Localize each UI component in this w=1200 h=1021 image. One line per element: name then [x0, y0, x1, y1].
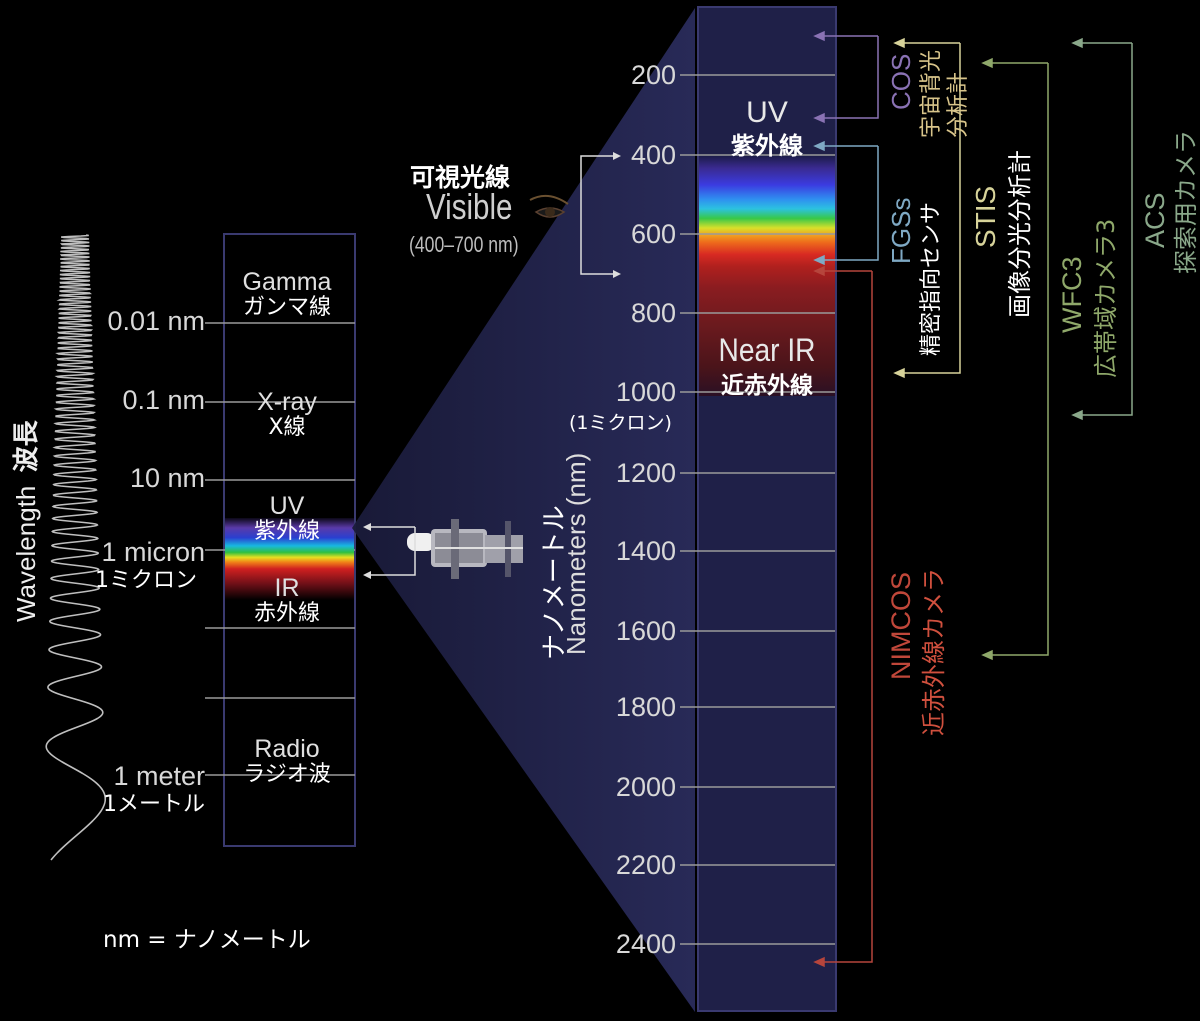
- nm-tick-1800: 1800: [615, 692, 676, 722]
- spectrum-rainbow-small: [225, 518, 354, 600]
- instrument-stis-abbr: STIS: [970, 185, 1001, 248]
- band-ir-ja: 赤外線: [253, 601, 320, 626]
- nm-tick-1600: 1600: [615, 616, 676, 646]
- hubble-telescope-icon: [407, 519, 523, 579]
- instrument-acs-ja: 探索用カメラ: [1172, 130, 1200, 274]
- band-gamma: Gamma ガンマ線: [222, 268, 352, 321]
- nm-tick-200: 200: [630, 60, 676, 90]
- band-uv-en: UV: [269, 492, 305, 520]
- wavelength-tick-1: 0.1 nm: [122, 385, 205, 415]
- instrument-fgss-ja: 精密指向センサ: [919, 201, 944, 356]
- nm-tick-600: 600: [630, 219, 676, 249]
- wavelength-tick-4: 1 meter: [113, 761, 205, 791]
- wavelength-tick-2: 10 nm: [129, 463, 205, 493]
- detail-uv-ja: 紫外線: [731, 132, 803, 160]
- nm-tick-1400: 1400: [615, 536, 676, 566]
- nm-tick-2400: 2400: [615, 929, 676, 959]
- detail-uv-en: UV: [746, 96, 788, 129]
- wavelength-tick-3-sublabel: 1ミクロン: [95, 568, 197, 593]
- instrument-cos-ja-line2: 分析計: [946, 71, 971, 138]
- band-uv: UV 紫外線: [222, 492, 352, 545]
- band-radio-ja: ラジオ波: [243, 762, 331, 787]
- band-gamma-ja: ガンマ線: [242, 295, 331, 320]
- nm-tick-2000: 2000: [615, 772, 676, 802]
- nm-tick-400: 400: [630, 140, 676, 170]
- nm-tick-2200: 2200: [615, 850, 676, 880]
- wavelength-wave-graphic: [45, 234, 107, 861]
- band-xray: X-ray X線: [222, 388, 352, 441]
- instrument-nimcos-ja: 近赤外線カメラ: [920, 568, 948, 736]
- instrument-stis-ja: 画像分光分析計: [1006, 150, 1034, 318]
- eye-icon: [529, 194, 569, 218]
- wavelength-tick-4-sublabel: 1メートル: [103, 792, 205, 817]
- nm-tick-800: 800: [630, 298, 676, 328]
- detail-near-ir-ja: 近赤外線: [721, 373, 813, 399]
- telescope-bracket-arrows: [363, 523, 416, 579]
- spectrum-box: [223, 233, 356, 847]
- band-ir: IR 赤外線: [222, 574, 352, 627]
- detail-near-ir-en: Near IR: [718, 332, 816, 368]
- visible-spectrum-band: [699, 156, 835, 396]
- band-xray-ja: X線: [268, 415, 306, 440]
- wavelength-tick-3: 1 micron: [101, 537, 205, 567]
- micron-note: (1ミクロン): [569, 412, 672, 434]
- nanometer-ticks: [680, 74, 835, 945]
- band-radio-en: Radio: [254, 735, 320, 763]
- instrument-wfc3-ja: 広帯域カメラ3: [1092, 218, 1120, 378]
- instrument-nimcos-abbr: NIMCOS: [886, 572, 916, 680]
- band-ir-en: IR: [274, 574, 300, 602]
- wavelength-tick-0: 0.01 nm: [107, 306, 205, 336]
- visible-range: (400–700 nm): [409, 232, 519, 257]
- instrument-wfc3-abbr: WFC3: [1057, 256, 1087, 334]
- visible-label-en: Visible: [426, 186, 513, 227]
- band-uv-ja: 紫外線: [253, 519, 320, 544]
- band-radio: Radio ラジオ波: [222, 735, 352, 788]
- footnote: nm = ナノメートル: [103, 927, 311, 953]
- visible-bracket-arrows: [580, 152, 621, 278]
- nm-tick-1000: 1000: [615, 377, 676, 407]
- visible-label-ja: 可視光線: [410, 163, 511, 192]
- band-gamma-en: Gamma: [242, 268, 332, 296]
- band-xray-en: X-ray: [257, 388, 317, 416]
- nm-tick-1200: 1200: [615, 458, 676, 488]
